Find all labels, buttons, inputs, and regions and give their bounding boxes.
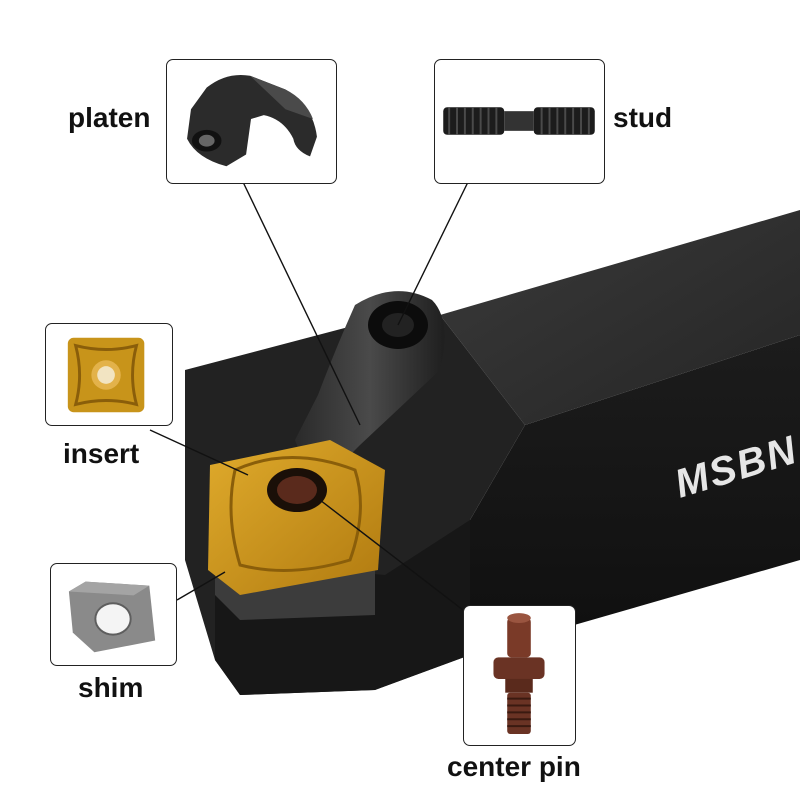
center-pin-image <box>493 613 545 734</box>
shim-image <box>68 581 156 653</box>
insert-label: insert <box>63 438 140 469</box>
platen-label: platen <box>68 102 151 133</box>
center-pin-head <box>277 476 317 504</box>
insert-on-holder <box>208 440 385 595</box>
leader-line-stud <box>397 181 469 326</box>
shank-side-face <box>470 335 800 655</box>
shank-top-face <box>440 210 800 425</box>
platen-image <box>187 74 317 167</box>
leader-line-platen <box>242 181 361 426</box>
insert-image <box>67 337 145 413</box>
stud-callout <box>434 59 605 184</box>
stud-image <box>443 107 595 135</box>
center-pin-label: center pin <box>447 751 581 782</box>
center-pin-callout <box>463 605 576 746</box>
insert-chipbreaker <box>229 456 362 572</box>
shim-label: shim <box>78 672 144 703</box>
insert-callout <box>45 323 173 426</box>
leader-line-insert <box>149 429 249 476</box>
stud-label: stud <box>613 102 673 133</box>
leader-line-center-pin <box>319 499 464 611</box>
platen-callout <box>166 59 337 184</box>
shim-callout <box>50 563 177 666</box>
leader-line-shim <box>176 571 226 601</box>
